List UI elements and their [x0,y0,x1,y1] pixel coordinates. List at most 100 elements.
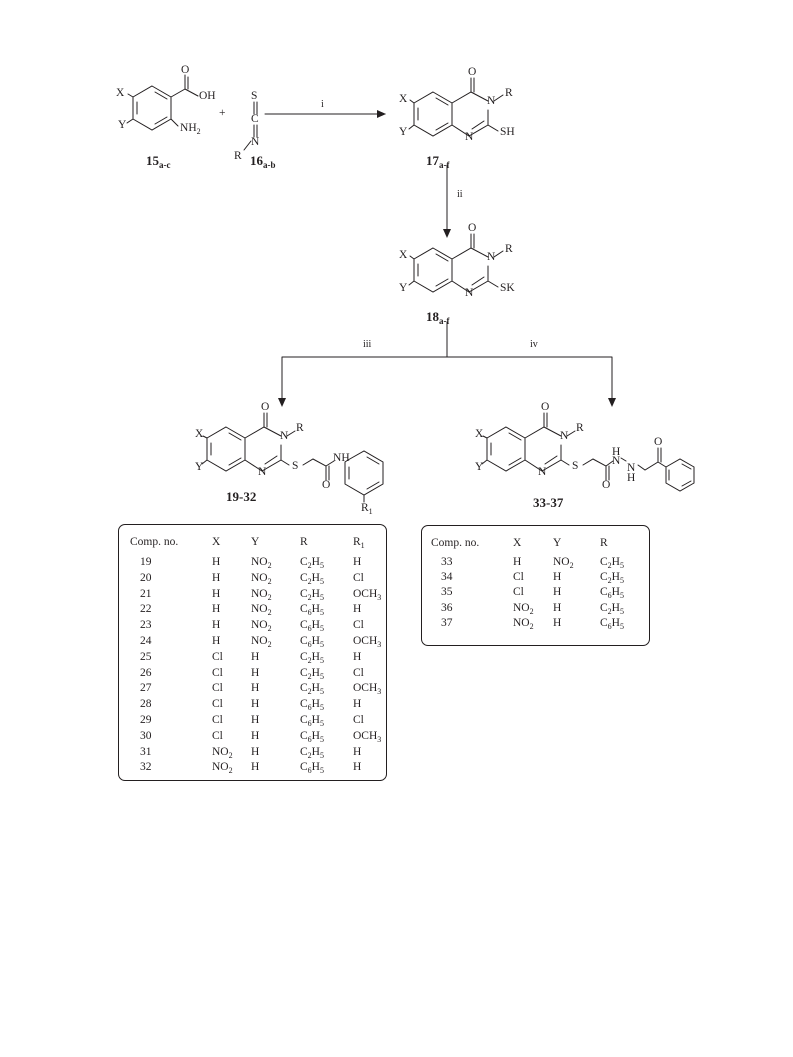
table-cell: Cl [353,619,364,632]
table-cell: 30 [140,729,152,742]
table-header: Comp. no. [130,536,179,548]
atom-n-16: N [251,136,260,148]
table-cell: C6H5 [600,616,624,631]
table-cell: C6H5 [600,586,624,601]
table-cell: C2H5 [300,587,324,602]
atom-h1-33: H [612,446,621,458]
compound-label-19-32: 19-32 [226,489,257,504]
table-cell: H [251,682,260,695]
reagent-iii: iii [363,339,372,350]
table-cell: C2H5 [300,650,324,665]
table-cell: H [553,616,562,629]
table-cell: H [251,698,260,711]
table-cell: Cl [212,650,223,663]
table-header: Comp. no. [431,537,480,549]
table-cell: 34 [441,571,453,584]
table-cell: 33 [441,556,453,568]
atom-r-33: R [576,422,584,434]
table-cell: 21 [140,587,152,600]
table-cell: H [251,650,260,663]
atom-s-16: S [251,90,258,102]
arrowhead-ii [443,229,451,238]
atom-y-19: Y [195,461,204,473]
table-cell: NO2 [212,761,233,776]
atom-y-17: Y [399,126,408,138]
table-cell: NO2 [251,635,272,649]
table-cell: NO2 [251,619,272,634]
table-cell: Cl [353,666,364,679]
compound-label-15: 15a-c [146,153,171,170]
table-cell: H [553,601,562,614]
arrows [264,113,613,404]
table-cell: OCH3 [353,635,382,649]
table-cell: NO2 [212,745,233,760]
table-cell: 24 [140,635,152,647]
table-cell: Cl [513,586,524,599]
table-cell: Cl [353,714,364,726]
table-cell: Cl [353,571,364,584]
atom-nh-19: NH [333,452,350,464]
atom-o-benzoyl-33: O [654,436,663,448]
table-cell: C2H5 [600,601,624,616]
table-cell: C2H5 [300,666,324,681]
atom-n1-19: N [258,466,267,478]
structure-33-37 [481,412,695,492]
atom-o-17: O [468,66,477,78]
table-cell: H [353,556,362,568]
atom-x-33: X [475,428,484,440]
table-cell: H [251,745,260,758]
atom-o-18: O [468,222,477,234]
arrowhead-iii [278,398,286,407]
compound-label-17: 17a-f [426,153,450,170]
atom-o-33: O [541,401,550,413]
atom-n3-17: N [487,95,496,107]
atom-x-19: X [195,428,204,440]
table-cell: C6H5 [300,698,324,713]
table-cell: OCH3 [353,682,382,697]
table-cell: NO2 [513,616,534,631]
atom-r-18: R [505,243,513,255]
structure-19-32 [201,412,384,503]
atom-y-18: Y [399,282,408,294]
atom-r1-19: R1 [361,502,373,516]
table-cell: H [353,650,362,663]
atom-y-15: Y [118,119,127,131]
table-cell: H [353,698,362,711]
reagent-i: i [321,99,324,110]
atom-x-18: X [399,249,408,261]
table-cell: H [513,556,522,568]
table-cell: 37 [441,616,453,629]
atom-s-33: S [572,460,579,472]
table-cell: H [553,586,562,599]
atom-sh-17: SH [500,126,515,138]
table-cell: C2H5 [600,556,624,570]
atom-oh-15: OH [199,90,216,102]
structure-17 [408,77,504,137]
table-cell: C6H5 [300,619,324,634]
atom-n-a-33: N [612,455,621,467]
table-cell: NO2 [251,571,272,586]
table-cell: 36 [441,601,453,614]
plus-sign: + [219,107,226,119]
atom-r-19: R [296,422,304,434]
table-cell: H [251,729,260,742]
atom-n1-33: N [538,466,547,478]
atom-sk-18: SK [500,282,515,294]
table-cell: 25 [140,650,152,663]
table-cell: NO2 [251,556,272,570]
atom-o-amide-19: O [322,479,331,491]
table-cell: H [251,714,260,726]
table-header: R [600,537,608,549]
atom-r-16: R [234,150,242,162]
atom-s-19: S [292,460,299,472]
table-cell: Cl [212,666,223,679]
table-cell: 20 [140,571,152,584]
table-cell: H [212,603,221,616]
atom-r-17: R [505,87,513,99]
table-header: X [513,537,522,549]
table-cell: Cl [212,682,223,695]
table-cell: C6H5 [300,635,324,649]
table-cell: H [212,619,221,632]
